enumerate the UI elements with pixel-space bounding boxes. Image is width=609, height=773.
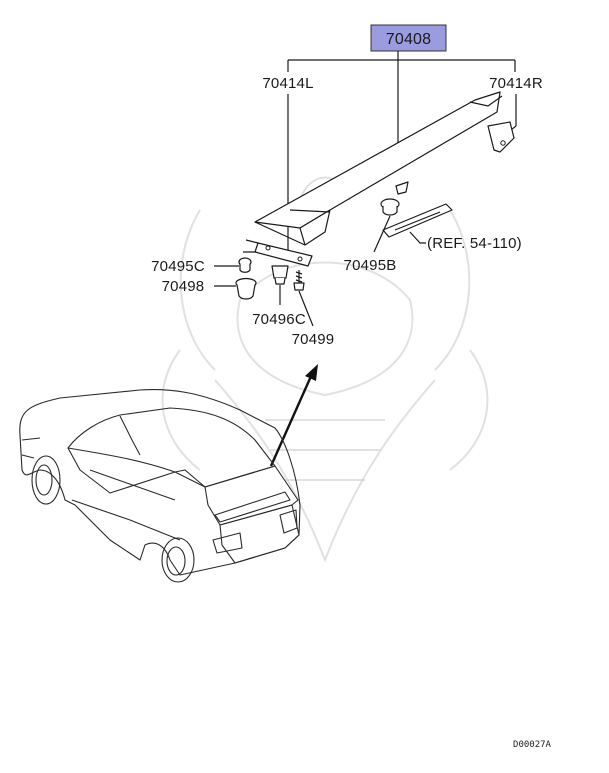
label-grommet[interactable]: 70498 [162,278,205,295]
label-spoiler-left[interactable]: 70414L [262,75,313,92]
leader-clip-b [373,215,391,253]
main-part-tag[interactable]: 70408 [370,24,447,52]
bracket-c-drawing [271,265,289,285]
clip-c-drawing [238,257,252,273]
label-spoiler-right[interactable]: 70414R [489,75,543,92]
main-part-number: 70408 [386,31,432,48]
label-screw[interactable]: 70499 [292,331,335,348]
leader-screw [298,290,314,327]
label-bracket-c[interactable]: 70496C [252,311,306,328]
label-reference[interactable]: (REF. 54-110) [427,235,522,252]
reference-strip [382,203,453,244]
car-illustration [19,389,301,583]
screw-drawing [293,270,305,291]
rear-spoiler-drawing [243,91,515,267]
location-arrow [269,364,318,467]
label-clip-b[interactable]: 70495B [344,257,397,274]
watermark-logo [161,176,489,563]
drawing-code: D00027A [513,740,552,750]
main-part-leaders [287,51,516,150]
grommet-drawing [235,277,257,300]
label-clip-c[interactable]: 70495C [151,258,205,275]
clip-b-drawing [380,198,400,216]
